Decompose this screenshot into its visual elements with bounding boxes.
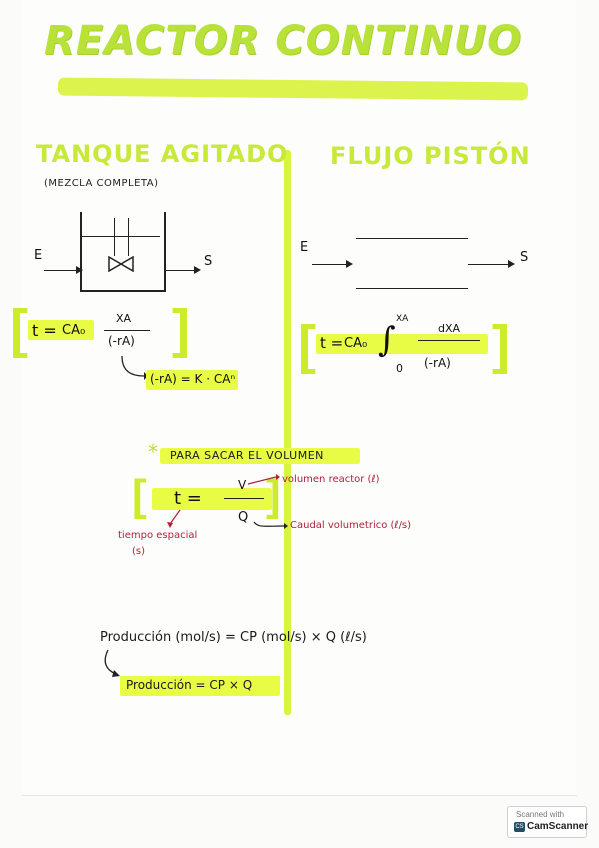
tank-diagram (80, 212, 166, 292)
arrow-to-note-icon (247, 474, 280, 485)
page-title: REACTOR CONTINUO (44, 18, 523, 64)
cstr-formula-lhs: t = (32, 321, 57, 340)
scanner-caption: Scanned with (516, 810, 565, 819)
curved-arrow-icon (104, 649, 120, 677)
left-subheading: (MEZCLA COMPLETA) (44, 178, 159, 189)
agitator-shaft (114, 218, 115, 256)
cstr-formula-coef: CA₀ (62, 323, 86, 338)
arrow-right-icon (194, 266, 201, 274)
integral-icon: ∫ (378, 320, 396, 360)
pfr-formula-coef: CA₀ (344, 336, 368, 351)
agitator-icon (108, 256, 134, 272)
pipe-outlet-label: S (520, 250, 529, 265)
tank-liquid-level (82, 236, 160, 237)
bracket-right: ] (266, 471, 281, 520)
pipe-inlet-arrow (312, 264, 348, 265)
rate-law-highlight (146, 370, 238, 390)
fraction-line (418, 340, 480, 341)
rate-law: (-rA) = K · CAⁿ (150, 372, 236, 386)
camscanner-watermark: Scanned with CS CamScanner (507, 806, 589, 838)
production-highlight (120, 676, 280, 696)
right-heading: FLUJO PISTÓN (330, 142, 531, 170)
formula-highlight (28, 320, 94, 340)
pipe-wall-bottom (356, 288, 468, 289)
bracket-left: [ (132, 471, 147, 520)
tank-outlet-arrow (164, 270, 196, 271)
camscanner-logo-icon: CS (514, 822, 525, 832)
volume-formula-den: Q (238, 510, 249, 525)
arrow-to-note-icon (167, 509, 181, 528)
pipe-inlet-label: E (300, 240, 309, 255)
note-volume: volumen reactor (ℓ) (282, 474, 380, 485)
agitator-shaft-2 (128, 218, 129, 256)
tank-inlet-arrow (44, 270, 78, 271)
arrow-right-icon (346, 260, 353, 268)
cstr-formula-den: (-rA) (108, 334, 135, 348)
curved-arrow-icon (121, 355, 148, 380)
left-heading: TANQUE AGITADO (36, 140, 289, 168)
formula-highlight (316, 334, 488, 354)
pfr-formula-den: (-rA) (424, 356, 451, 370)
arrow-right-icon (508, 260, 515, 268)
pfr-lower-limit: 0 (396, 362, 403, 375)
pfr-upper-limit: XA (396, 314, 409, 324)
pipe-outlet-arrow (468, 264, 510, 265)
bracket-left: [ (298, 315, 316, 375)
formula-highlight (152, 488, 272, 510)
tank-outlet-label: S (204, 254, 213, 269)
production-summary: Producción = CP × Q (126, 678, 253, 692)
pfr-formula-lhs: t = (320, 334, 344, 352)
paper-sheet (22, 0, 577, 796)
note-caudal: Caudal volumetrico (ℓ/s) (290, 520, 412, 531)
column-divider (284, 150, 291, 715)
volume-formula-num: V (238, 478, 247, 492)
scanner-brand: CamScanner (527, 821, 589, 832)
pipe-wall-top (356, 238, 468, 239)
pfr-formula-num: dXA (438, 322, 461, 335)
volume-formula-lhs: t = (174, 488, 202, 509)
production-equation: Producción (mol/s) = CP (mol/s) × Q (ℓ/s… (100, 630, 367, 645)
arrow-to-note-icon (253, 521, 288, 529)
fraction-line (104, 330, 150, 331)
volume-heading-highlight (160, 448, 360, 464)
fraction-line (224, 498, 264, 499)
tank-inlet-label: E (34, 248, 43, 263)
arrow-right-icon (76, 266, 83, 274)
bracket-right: ] (492, 315, 510, 375)
note-tiempo-unit: (s) (132, 546, 146, 557)
bracket-right: ] (172, 299, 190, 359)
volume-heading: PARA SACAR EL VOLUMEN (170, 449, 324, 462)
note-tiempo: tiempo espacial (118, 530, 198, 541)
cstr-formula-num: XA (116, 312, 132, 325)
bracket-left: [ (10, 299, 28, 359)
star-icon: * (148, 440, 158, 464)
